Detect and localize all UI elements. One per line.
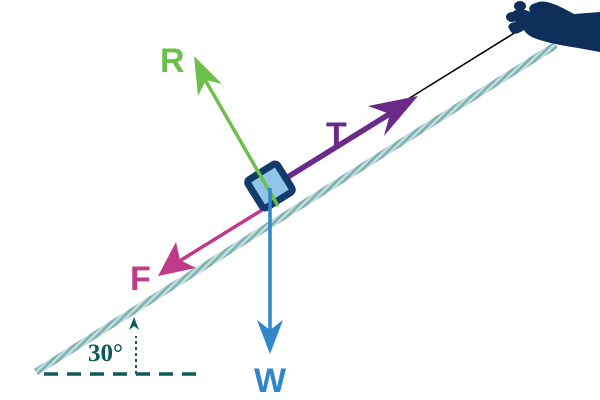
tension-label: T <box>326 116 347 154</box>
weight-arrow <box>257 188 283 354</box>
friction-label: F <box>130 260 151 298</box>
weight-label: W <box>254 362 287 400</box>
normal-force-label: R <box>160 42 185 80</box>
tension-arrow <box>268 96 418 191</box>
hand-icon <box>506 1 600 53</box>
angle-arc-arrowhead <box>129 317 139 330</box>
angle-label: 30° <box>88 340 123 367</box>
rope <box>399 31 517 105</box>
friction-arrow <box>158 208 263 276</box>
normal-force-arrow <box>194 56 280 207</box>
incline-surface <box>34 42 558 375</box>
